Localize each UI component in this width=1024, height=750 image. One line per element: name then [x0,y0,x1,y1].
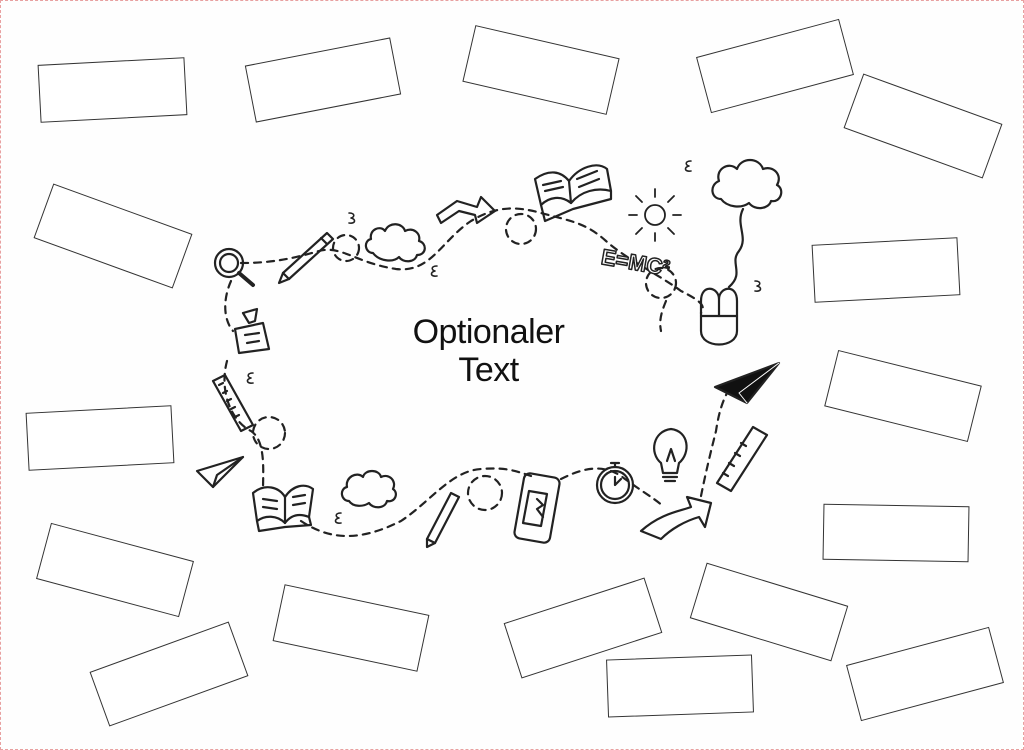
cloud-icon [711,158,783,210]
mouse-icon [699,207,745,346]
lightbulb-icon [653,427,688,483]
pencil-icon [277,231,335,285]
smartphone-icon [513,472,561,544]
pushpin-icon [233,307,271,355]
book-icon [533,164,613,223]
arrow-icon [435,195,497,225]
cloud-icon [340,469,397,509]
stopwatch-icon [595,461,635,505]
optional-text[interactable]: Optionaler Text [381,313,596,389]
magnifier-icon [213,247,255,287]
arrow-icon [639,495,713,541]
sun-icon [628,188,682,242]
cloud-icon [364,223,426,263]
book-icon [251,484,315,533]
squiggle-marks [246,160,762,524]
optional-text-line-2: Text [458,351,519,389]
optional-text-line-1: Optionaler [412,313,565,351]
ruler-icon [715,425,769,493]
ruler-icon [211,373,255,433]
paper-plane-icon [713,361,781,405]
formula-text: E=MC² [599,244,671,281]
pencil-icon [425,491,461,549]
paper-plane-icon [195,455,245,489]
